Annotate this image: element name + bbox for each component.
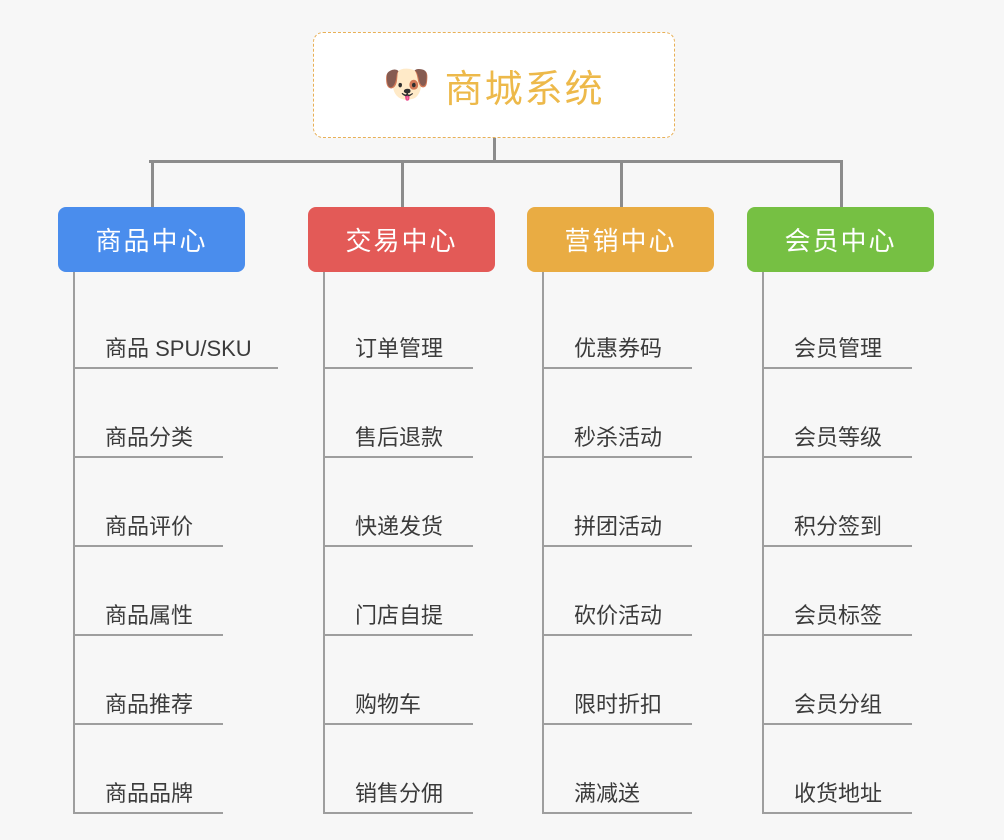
leaf-item[interactable]: 商品品牌 (73, 725, 223, 814)
connector-drop-marketing-center (620, 160, 623, 207)
root-title: 商城系统 (444, 68, 605, 111)
dog-face-icon: 🐶 (383, 64, 431, 106)
leaf-item-label: 满减送 (574, 780, 641, 806)
leaf-item-label: 会员分组 (794, 691, 883, 717)
branch-column-trade-center: 交易中心订单管理售后退款快递发货门店自提购物车销售分佣 (308, 207, 495, 814)
trunk-line-member-center (762, 272, 764, 814)
leaf-item[interactable]: 满减送 (542, 725, 692, 814)
branch-header-product-center[interactable]: 商品中心 (58, 207, 245, 272)
connector-root-stem (493, 138, 496, 162)
leaf-item[interactable]: 积分签到 (762, 458, 912, 547)
leaf-item-label: 商品品牌 (105, 780, 194, 806)
leaf-item[interactable]: 售后退款 (323, 369, 473, 458)
leaf-item[interactable]: 会员分组 (762, 636, 912, 725)
leaf-item-label: 订单管理 (355, 335, 444, 361)
trunk-line-marketing-center (542, 272, 544, 814)
leaf-item[interactable]: 销售分佣 (323, 725, 473, 814)
leaf-item-label: 门店自提 (355, 602, 444, 628)
branch-header-member-center[interactable]: 会员中心 (747, 207, 934, 272)
leaf-item[interactable]: 秒杀活动 (542, 369, 692, 458)
trunk-line-trade-center (323, 272, 325, 814)
leaf-item[interactable]: 会员标签 (762, 547, 912, 636)
leaf-item[interactable]: 购物车 (323, 636, 473, 725)
leaf-item[interactable]: 商品分类 (73, 369, 223, 458)
trunk-line-product-center (73, 272, 75, 814)
leaf-item[interactable]: 拼团活动 (542, 458, 692, 547)
leaf-list-member-center: 会员管理会员等级积分签到会员标签会员分组收货地址 (762, 272, 934, 814)
connector-drop-member-center (840, 160, 843, 207)
branch-header-trade-center[interactable]: 交易中心 (308, 207, 495, 272)
leaf-item[interactable]: 门店自提 (323, 547, 473, 636)
branch-header-label: 会员中心 (784, 226, 897, 256)
branch-column-member-center: 会员中心会员管理会员等级积分签到会员标签会员分组收货地址 (747, 207, 934, 814)
leaf-item-label: 会员等级 (794, 424, 883, 450)
leaf-item[interactable]: 商品推荐 (73, 636, 223, 725)
branch-column-marketing-center: 营销中心优惠券码秒杀活动拼团活动砍价活动限时折扣满减送 (527, 207, 714, 814)
leaf-item-label: 会员标签 (794, 602, 883, 628)
branch-header-label: 商品中心 (95, 226, 208, 256)
leaf-item-label: 积分签到 (794, 513, 883, 539)
leaf-item-label: 销售分佣 (355, 780, 444, 806)
branch-column-product-center: 商品中心商品 SPU/SKU 商品分类商品评价商品属性商品推荐商品品牌 (58, 207, 278, 814)
leaf-item-label: 购物车 (355, 691, 422, 717)
leaf-item-label: 优惠券码 (574, 335, 663, 361)
leaf-item[interactable]: 商品评价 (73, 458, 223, 547)
leaf-item-label: 商品属性 (105, 602, 194, 628)
leaf-item[interactable]: 收货地址 (762, 725, 912, 814)
leaf-item[interactable]: 限时折扣 (542, 636, 692, 725)
leaf-item[interactable]: 会员等级 (762, 369, 912, 458)
leaf-item-label: 商品推荐 (105, 691, 194, 717)
leaf-item[interactable]: 砍价活动 (542, 547, 692, 636)
branch-header-label: 交易中心 (345, 226, 458, 256)
connector-drop-trade-center (401, 160, 404, 207)
leaf-list-product-center: 商品 SPU/SKU 商品分类商品评价商品属性商品推荐商品品牌 (73, 272, 278, 814)
leaf-item[interactable]: 会员管理 (762, 280, 912, 369)
leaf-item-label: 拼团活动 (574, 513, 663, 539)
leaf-item-label: 砍价活动 (574, 602, 663, 628)
leaf-item-label: 限时折扣 (574, 691, 663, 717)
leaf-item[interactable]: 商品 SPU/SKU (73, 280, 278, 369)
branch-header-marketing-center[interactable]: 营销中心 (527, 207, 714, 272)
leaf-item-label: 商品分类 (105, 424, 194, 450)
leaf-item[interactable]: 优惠券码 (542, 280, 692, 369)
leaf-list-trade-center: 订单管理售后退款快递发货门店自提购物车销售分佣 (323, 272, 495, 814)
leaf-list-marketing-center: 优惠券码秒杀活动拼团活动砍价活动限时折扣满减送 (542, 272, 714, 814)
root-node[interactable]: 🐶 商城系统 (313, 32, 675, 138)
leaf-item[interactable]: 快递发货 (323, 458, 473, 547)
leaf-item[interactable]: 商品属性 (73, 547, 223, 636)
leaf-item-label: 商品 SPU/SKU (105, 335, 252, 361)
leaf-item[interactable]: 订单管理 (323, 280, 473, 369)
leaf-item-label: 商品评价 (105, 513, 194, 539)
leaf-item-label: 会员管理 (794, 335, 883, 361)
connector-drop-product-center (151, 160, 154, 207)
branch-header-label: 营销中心 (564, 226, 677, 256)
leaf-item-label: 售后退款 (355, 424, 444, 450)
connector-bus (149, 160, 840, 163)
leaf-item-label: 秒杀活动 (574, 424, 663, 450)
leaf-item-label: 快递发货 (355, 513, 444, 539)
leaf-item-label: 收货地址 (794, 780, 883, 806)
